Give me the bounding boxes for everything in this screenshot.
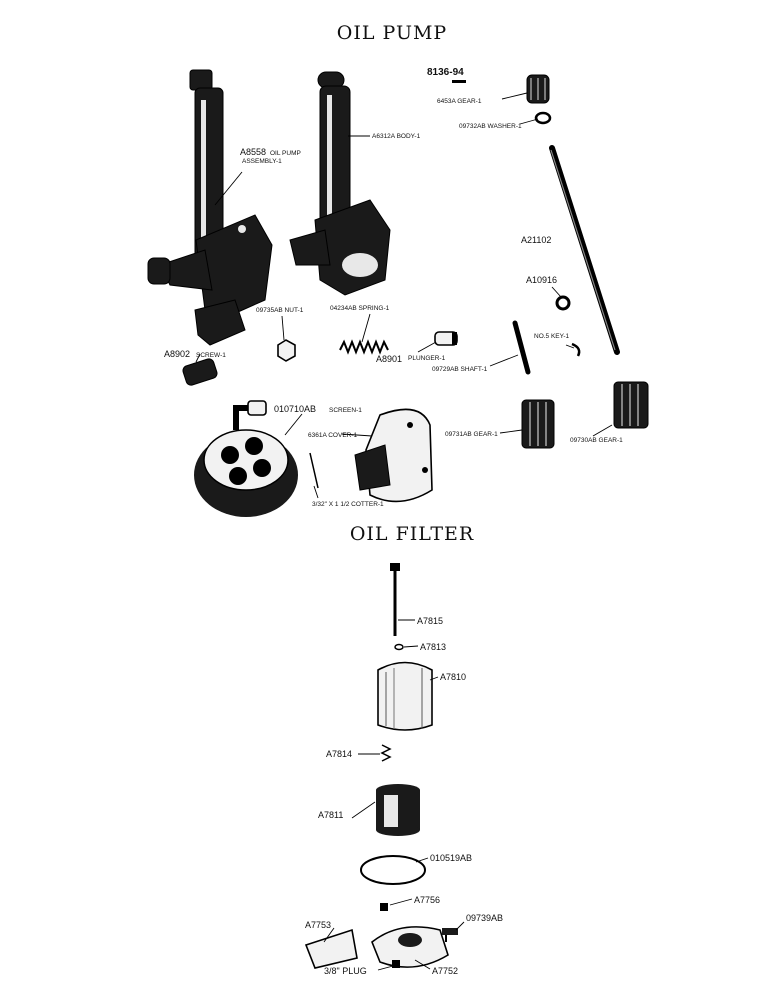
a10916-label: A10916 bbox=[526, 275, 557, 285]
washer-09732ab-label: 09732AB WASHER-1 bbox=[459, 123, 522, 130]
a8902-desc-label: SCREW-1 bbox=[196, 352, 226, 359]
cotter-label: 3/32" X 1 1/2 COTTER-1 bbox=[312, 501, 384, 508]
filter-shell-drawing bbox=[377, 661, 433, 731]
filter-spring-drawing bbox=[380, 744, 392, 762]
filter-gasket-drawing bbox=[360, 855, 426, 885]
a7752-label: A7752 bbox=[432, 966, 458, 976]
gear-6453a-label: 6453A GEAR-1 bbox=[437, 98, 482, 105]
drive-gear-drawing bbox=[526, 74, 550, 104]
a21102-label: A21102 bbox=[521, 235, 551, 245]
oil-filter-title: OIL FILTER bbox=[350, 523, 474, 545]
screen-desc-label: SCREEN-1 bbox=[329, 407, 362, 414]
oil-pump-title: OIL PUMP bbox=[337, 22, 447, 44]
a7814-label: A7814 bbox=[326, 749, 352, 759]
filter-washer-drawing bbox=[394, 643, 404, 651]
a7810-label: A7810 bbox=[440, 672, 466, 682]
relief-valve-drawing bbox=[442, 928, 458, 942]
a7813-label: A7813 bbox=[420, 642, 446, 652]
plunger-label: PLUNGER-1 bbox=[408, 355, 446, 362]
leader-lines bbox=[195, 92, 613, 971]
washer-drawing bbox=[534, 111, 552, 125]
a7811-label: A7811 bbox=[318, 810, 343, 820]
pump-body-drawing bbox=[289, 71, 391, 296]
a8902-label: A8902 bbox=[164, 349, 190, 359]
plug-label: 3/8" PLUG bbox=[324, 966, 367, 976]
a8901-label: A8901 bbox=[376, 354, 402, 364]
screw-drawing bbox=[182, 358, 218, 386]
a8558-label: A8558 bbox=[240, 147, 266, 157]
screen-drawing bbox=[194, 400, 298, 517]
filter-element-drawing bbox=[376, 784, 420, 836]
plunger-drawing bbox=[434, 331, 458, 346]
key-drawing bbox=[571, 342, 581, 357]
a8558-desc1-label: OIL PUMP bbox=[270, 150, 301, 157]
key-no5-label: NO.5 KEY-1 bbox=[534, 333, 570, 340]
pin-drawing bbox=[452, 80, 466, 83]
cotter-drawing bbox=[309, 452, 319, 489]
screen-010710ab-label: 010710AB bbox=[274, 404, 316, 414]
cover-6361a-label: 6361A COVER-1 bbox=[308, 432, 358, 439]
gear-09730ab-drawing bbox=[613, 381, 649, 429]
body-a6312a-label: A6312A BODY-1 bbox=[372, 133, 421, 140]
valve-09739ab-label: 09739AB bbox=[466, 913, 503, 923]
gear-09730ab-label: 09730AB GEAR-1 bbox=[570, 437, 623, 444]
cover-drawing bbox=[354, 408, 433, 503]
a8558-desc2-label: ASSEMBLY-1 bbox=[242, 158, 282, 165]
filter-screw-drawing bbox=[380, 903, 388, 911]
filter-bolt-drawing bbox=[390, 563, 400, 636]
a7815-label: A7815 bbox=[417, 616, 443, 626]
filter-base-drawing bbox=[371, 926, 449, 968]
ring-drawing bbox=[555, 295, 571, 311]
a7753-label: A7753 bbox=[305, 920, 331, 930]
shaft-09729ab-label: 09729AB SHAFT-1 bbox=[432, 366, 488, 373]
filter-plate-drawing bbox=[304, 928, 358, 969]
nut-drawing bbox=[277, 339, 296, 362]
gasket-010519ab-label: 010519AB bbox=[430, 853, 472, 863]
spring-04234ab-label: 04234AB SPRING-1 bbox=[330, 305, 390, 312]
oil-pump-assembly-drawing bbox=[147, 69, 273, 346]
a7756-label: A7756 bbox=[414, 895, 440, 905]
nut-09735ab-label: 09735AB NUT-1 bbox=[256, 307, 304, 314]
gear-09731ab-drawing bbox=[521, 399, 555, 449]
small-shaft-drawing bbox=[512, 320, 531, 375]
long-shaft-drawing bbox=[549, 145, 620, 355]
spring-drawing bbox=[339, 339, 389, 355]
gear-09731ab-label: 09731AB GEAR-1 bbox=[445, 431, 498, 438]
ref-number-label: 8136-94 bbox=[427, 67, 464, 78]
